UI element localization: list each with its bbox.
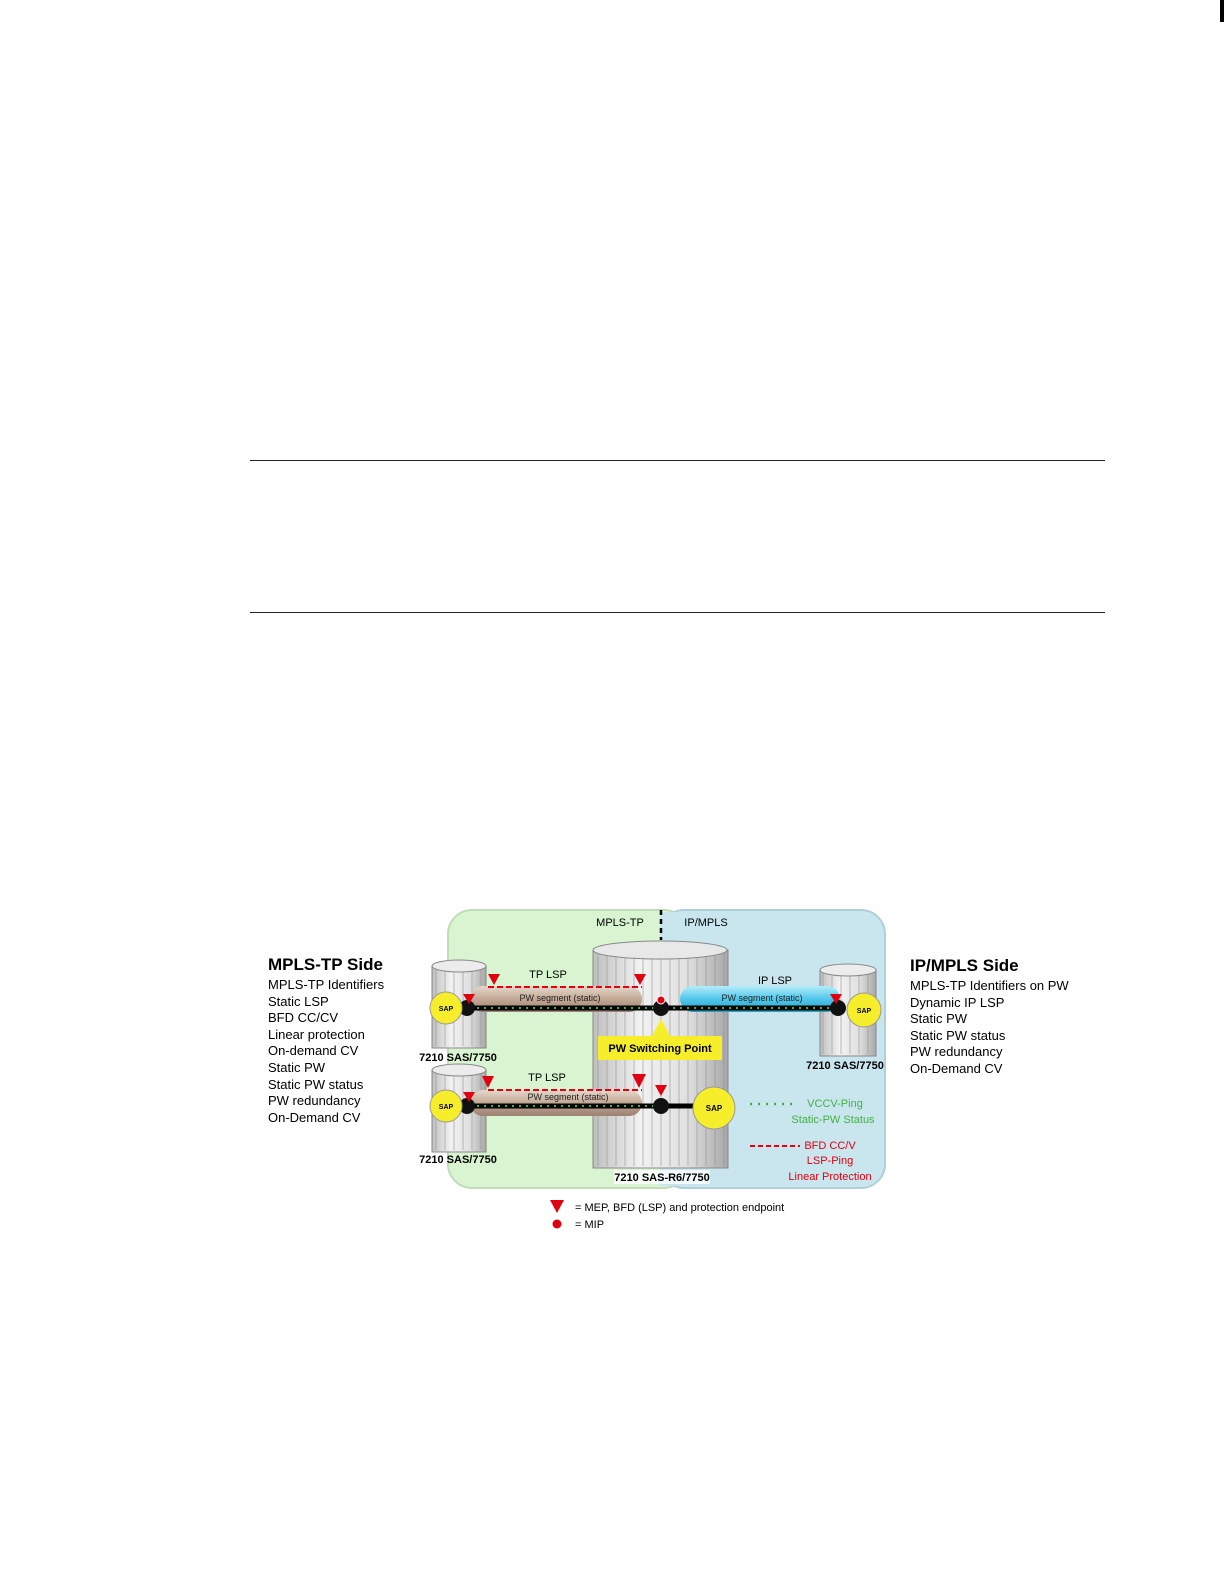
legend-red-label: BFD CC/V [804, 1140, 856, 1152]
ip-mpls-domain-label: IP/MPLS [684, 917, 727, 929]
mip-marker [656, 995, 666, 1005]
sap-center [692, 1086, 736, 1130]
legend-green-label: Static-PW Status [791, 1114, 875, 1126]
bottom-center-pw-endpoint [653, 1098, 669, 1114]
mpls-tp-side-item: Linear protection [268, 1026, 365, 1042]
left-top-node-label: 7210 SAS/7750 [419, 1052, 497, 1064]
bottom-tp-lsp-label: TP LSP [528, 1072, 566, 1084]
mep-triangle [488, 974, 500, 985]
mep-triangle [830, 994, 842, 1004]
mpls-tp-side-item: Static PW status [268, 1076, 364, 1092]
mpls-tp-side-item: BFD CC/CV [268, 1010, 339, 1026]
ip-mpls-side-item: PW redundancy [910, 1044, 1003, 1060]
switching-point-label: PW Switching Point [608, 1043, 712, 1055]
mpls-tp-side-item: PW redundancy [268, 1093, 361, 1109]
top-left-pw-endpoint [459, 1000, 475, 1016]
ip-lsp-label: IP LSP [758, 975, 792, 987]
top-pw-segment-label: PW segment (static) [519, 993, 600, 1003]
mpls-tp-side-item: MPLS-TP Identifiers [268, 977, 385, 992]
key-mep-icon [550, 1200, 564, 1213]
mep-triangle [634, 974, 646, 985]
ip-pw-segment-label: PW segment (static) [721, 993, 802, 1003]
mep-triangle [463, 994, 475, 1004]
ip-mpls-side-item: Dynamic IP LSP [910, 994, 1005, 1010]
left-bottom-node-label: 7210 SAS/7750 [419, 1154, 497, 1166]
mep-triangle [655, 1085, 667, 1096]
page-edge-bar [1220, 0, 1224, 22]
mpls-tp-side-item: On-demand CV [268, 1043, 359, 1059]
bottom-left-pw-endpoint [459, 1098, 475, 1114]
sap-label: SAP [706, 1104, 723, 1113]
legend-red-label: LSP-Ping [807, 1155, 853, 1167]
right-node-label: 7210 SAS/7750 [806, 1060, 884, 1072]
legend-red-label: Linear Protection [788, 1171, 871, 1183]
mpls-tp-side-item: Static LSP [268, 993, 329, 1009]
ip-mpls-side-title: IP/MPLS Side [910, 956, 1019, 975]
ip-mpls-side-item: MPLS-TP Identifiers on PW [910, 978, 1069, 993]
ip-mpls-side-item: Static PW [910, 1011, 968, 1027]
switching-point-callout [598, 1036, 722, 1060]
ip-mpls-side-panel: IP/MPLS Side MPLS-TP Identifiers on PW D… [910, 956, 1069, 1078]
bottom-pw-segment-label: PW segment (static) [527, 1092, 608, 1102]
sap-bottom-left [429, 1089, 463, 1123]
mep-triangle [632, 1074, 646, 1088]
sap-label: SAP [439, 1104, 454, 1111]
top-switching-endpoint [653, 1000, 669, 1016]
mep-triangle [482, 1076, 494, 1088]
mpls-tp-side-item: Static PW [268, 1059, 326, 1075]
ip-mpls-side-item: Static PW status [910, 1027, 1006, 1043]
sap-right [846, 992, 882, 1028]
sap-label: SAP [439, 1006, 454, 1013]
key-mep-label: = MEP, BFD (LSP) and protection endpoint [575, 1202, 784, 1214]
switching-point-pointer [652, 1019, 670, 1036]
top-tp-lsp-label: TP LSP [529, 969, 567, 981]
key-mip-icon [552, 1219, 562, 1229]
center-node-label: 7210 SAS-R6/7750 [614, 1172, 709, 1184]
ip-mpls-side-item: On-Demand CV [910, 1060, 1003, 1076]
bottom-rule [250, 612, 1105, 613]
bottom-tp-lsp-tunnel [470, 1090, 642, 1116]
sap-top-left [429, 991, 463, 1025]
sap-label: SAP [857, 1008, 872, 1015]
mpls-tp-domain-label: MPLS-TP [596, 917, 644, 929]
mpls-tp-side-item: On-Demand CV [268, 1109, 361, 1125]
mpls-tp-side-title: MPLS-TP Side [268, 955, 383, 974]
key-mip-label: = MIP [575, 1219, 604, 1231]
top-rule [250, 460, 1105, 461]
mpls-tp-side-panel: MPLS-TP Side MPLS-TP Identifiers Static … [268, 955, 384, 1126]
top-right-pw-endpoint [830, 1000, 846, 1016]
legend-green-label: VCCV-Ping [807, 1098, 863, 1110]
mep-triangle [463, 1092, 475, 1102]
